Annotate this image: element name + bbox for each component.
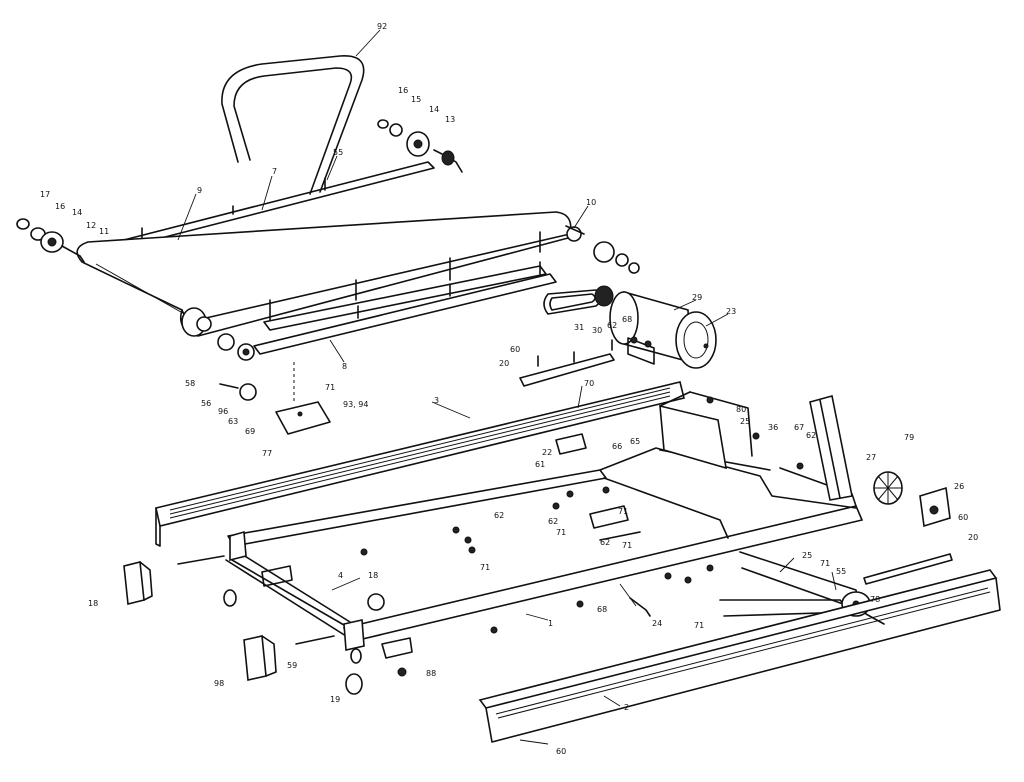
callout-20: 20 [968, 533, 978, 542]
handle-bar [221, 55, 365, 195]
side-rail-right [863, 553, 953, 585]
callout-60: 60 [958, 513, 968, 522]
callout-7: 7 [272, 167, 277, 176]
callout-12: 12 [86, 221, 96, 230]
callout-25: 25 [802, 551, 812, 560]
callout-71: 71 [556, 528, 566, 537]
callout-labels: 92 16 15 14 13 17 16 14 12 11 9 7 55 10 … [40, 22, 978, 756]
callout-31: 31 [574, 323, 584, 332]
callout-14: 14 [429, 105, 439, 114]
callout-92: 92 [377, 22, 387, 31]
callout-65: 65 [630, 437, 640, 446]
callout-16: 16 [55, 202, 65, 211]
callout-60: 60 [510, 345, 520, 354]
callout-77: 77 [262, 449, 272, 458]
callout-98: 98 [214, 679, 224, 688]
callout-59: 59 [287, 661, 297, 670]
callout-19: 19 [330, 695, 340, 704]
callout-26: 26 [954, 482, 964, 491]
callout-63: 63 [228, 417, 238, 426]
callout-18: 18 [88, 599, 98, 608]
main-frame [223, 391, 871, 664]
callout-62: 62 [600, 538, 610, 547]
callout-70: 70 [584, 379, 594, 388]
callout-66: 66 [612, 442, 622, 451]
callout-14: 14 [72, 208, 82, 217]
callout-71: 71 [480, 563, 490, 572]
callout-56: 56 [201, 399, 211, 408]
callout-17: 17 [40, 190, 50, 199]
flywheel-adjuster [873, 471, 951, 528]
callout-62: 62 [494, 511, 504, 520]
callout-20: 20 [499, 359, 509, 368]
hardware [360, 396, 804, 634]
callout-71: 71 [622, 541, 632, 550]
bottom-rail [478, 569, 1001, 743]
callout-78: 78 [870, 595, 880, 604]
callout-29: 29 [692, 293, 702, 302]
callout-96: 96 [218, 407, 228, 416]
callout-69: 69 [245, 427, 255, 436]
callout-13: 13 [445, 115, 455, 124]
end-caps-feet [123, 561, 407, 695]
callout-24: 24 [652, 619, 662, 628]
side-rail-left [155, 381, 685, 547]
callout-60: 60 [556, 747, 566, 756]
motor-assembly [543, 285, 717, 369]
callout-10: 10 [586, 198, 596, 207]
callout-58: 58 [185, 379, 195, 388]
callout-9: 9 [197, 186, 202, 195]
callout-8: 8 [342, 362, 347, 371]
callout-62: 62 [806, 431, 816, 440]
callout-68: 68 [622, 315, 632, 324]
callout-2: 2 [624, 703, 629, 712]
callout-18: 18 [368, 571, 378, 580]
callout-23: 23 [726, 307, 736, 316]
callout-68: 68 [597, 605, 607, 614]
callout-16: 16 [398, 86, 408, 95]
small-brackets [239, 383, 641, 541]
callout-61: 61 [535, 460, 545, 469]
callout-62: 62 [607, 321, 617, 330]
callout-93-94: 93, 94 [343, 400, 368, 409]
callout-27: 27 [866, 453, 876, 462]
callout-22: 22 [542, 448, 552, 457]
callout-4: 4 [338, 571, 343, 580]
callout-55: 55 [333, 148, 343, 157]
callout-55: 55 [836, 567, 846, 576]
callout-71: 71 [325, 383, 335, 392]
callout-3: 3 [434, 396, 439, 405]
leader-lines [177, 29, 837, 745]
angle-bracket-upper [519, 339, 615, 387]
callout-71: 71 [694, 621, 704, 630]
callout-11: 11 [99, 227, 109, 236]
callout-67: 67 [794, 423, 804, 432]
callout-25: 25 [740, 417, 750, 426]
callout-36: 36 [768, 423, 778, 432]
callout-30: 30 [592, 326, 602, 335]
bolts [177, 383, 885, 645]
callout-62: 62 [548, 517, 558, 526]
callout-80: 80 [736, 405, 746, 414]
callout-79: 79 [904, 433, 914, 442]
callout-1: 1 [548, 619, 553, 628]
callout-88: 88 [426, 669, 436, 678]
callout-71: 71 [618, 507, 628, 516]
callout-71: 71 [820, 559, 830, 568]
callout-15: 15 [411, 95, 421, 104]
belt-deck-assembly [16, 119, 640, 361]
